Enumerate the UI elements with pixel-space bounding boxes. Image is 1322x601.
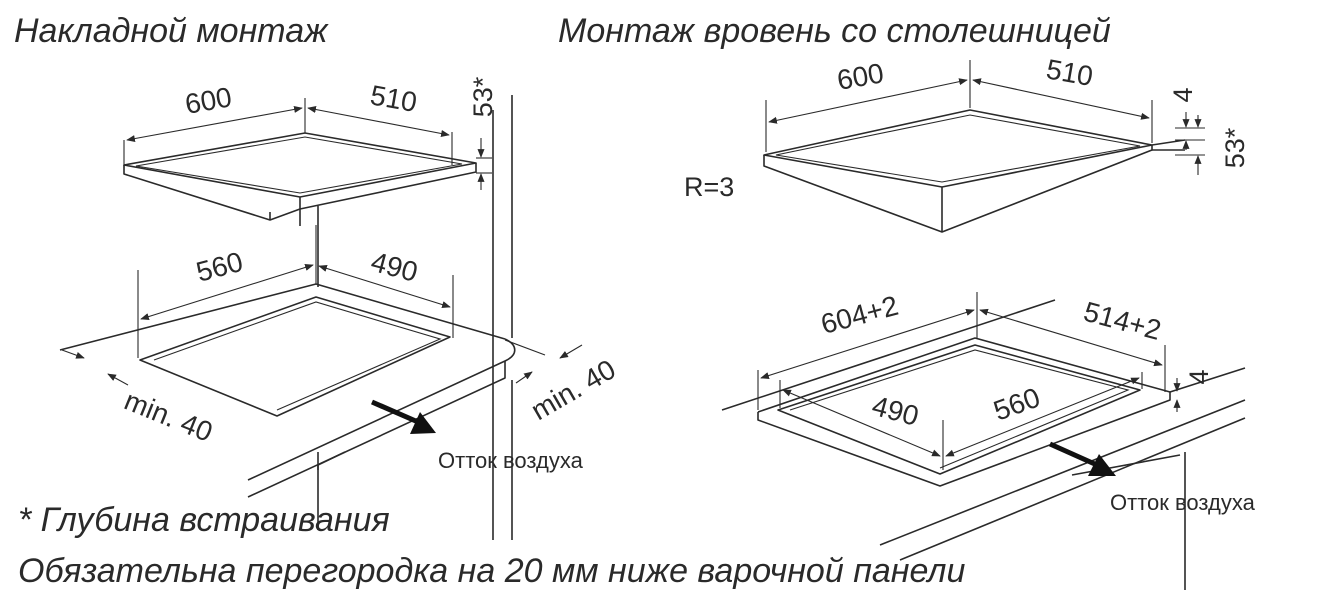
recess-width-604: 604+2 xyxy=(818,290,902,340)
flush-mount-title: Монтаж вровень со столешницей xyxy=(558,12,1111,50)
surface-depth-510: 510 xyxy=(368,79,419,118)
radius-label: R=3 xyxy=(684,172,734,202)
surface-mount-title: Накладной монтаж xyxy=(14,12,329,50)
flush-mount-drawing: 600 510 4 53* R=3 604+2 514+2 xyxy=(684,53,1256,590)
min-front-40: min. 40 xyxy=(120,385,217,448)
flush-depth-510: 510 xyxy=(1044,53,1095,92)
flush-airflow-arrow-icon xyxy=(1048,441,1116,476)
flush-depth-53: 53* xyxy=(1220,127,1250,168)
recess-rim-4: 4 xyxy=(1184,369,1214,384)
flush-countertop-front xyxy=(879,399,1246,546)
countertop-underside xyxy=(247,361,506,498)
hob-top-outline xyxy=(123,132,477,198)
cutout-depth-490: 490 xyxy=(368,246,421,288)
flush-rim-4: 4 xyxy=(1168,87,1198,102)
surface-mount-drawing: 600 510 53* 560 490 min. 40 min. 40 xyxy=(59,76,621,540)
surface-airflow-label: Отток воздуха xyxy=(438,448,584,473)
hob-glass-inner xyxy=(135,136,463,194)
flush-airflow-label: Отток воздуха xyxy=(1110,490,1256,515)
recess-cutout xyxy=(777,344,1141,475)
flush-cutout-490: 490 xyxy=(869,390,922,432)
hob-thickness xyxy=(123,163,477,221)
cutout-outline xyxy=(139,296,451,417)
depth-note: * Глубина встраивания xyxy=(18,501,390,539)
flush-width-600: 600 xyxy=(835,57,886,96)
airflow-arrow-icon xyxy=(371,399,436,434)
flush-hob-thickness xyxy=(763,145,1153,233)
surface-depth-53: 53* xyxy=(468,76,498,117)
surface-width-600: 600 xyxy=(183,81,234,120)
min-side-40: min. 40 xyxy=(526,353,621,426)
partition-note: Обязательна перегородка на 20 мм ниже ва… xyxy=(18,552,965,590)
cutout-width-560: 560 xyxy=(193,246,246,288)
flush-hob-top xyxy=(763,109,1153,188)
recess-depth-514: 514+2 xyxy=(1080,296,1164,346)
